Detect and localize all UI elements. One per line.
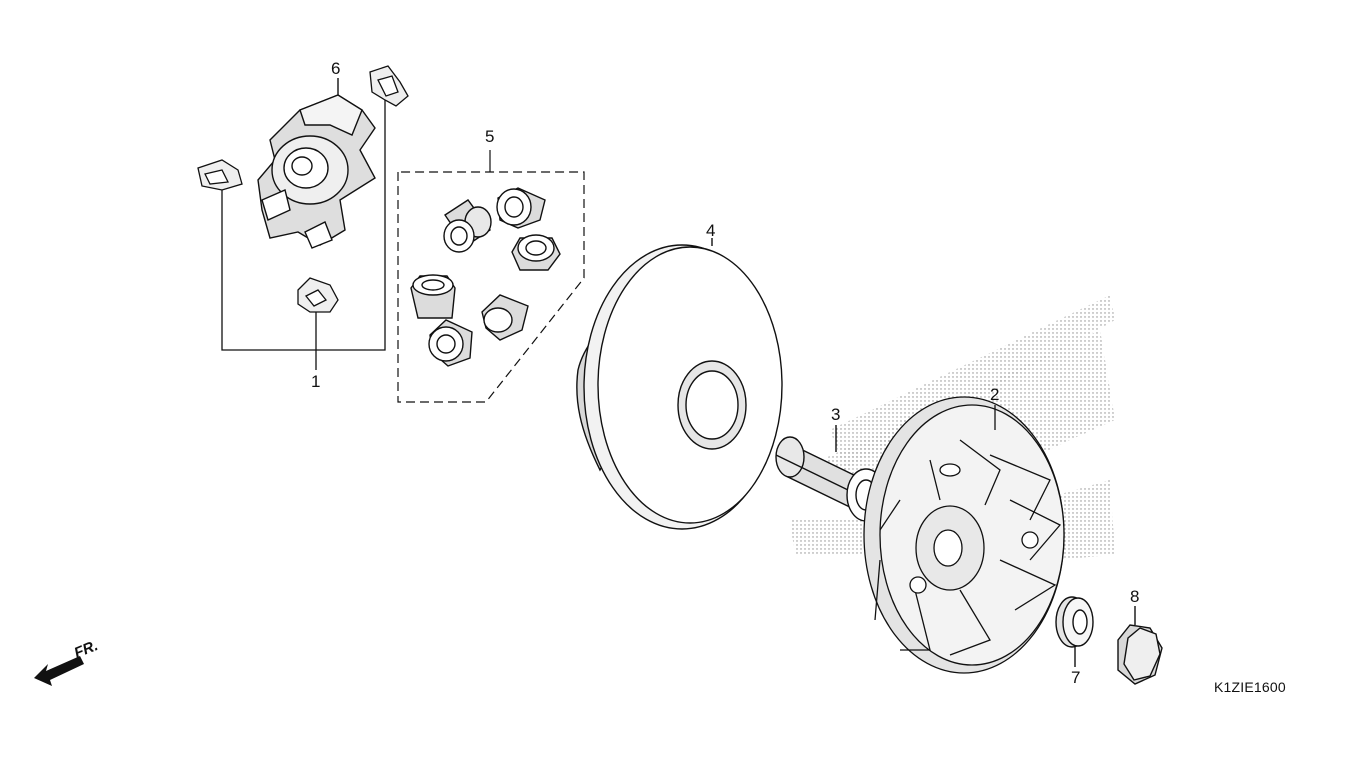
callout-1: 1	[311, 372, 321, 391]
slider-group-bracket	[221, 90, 386, 370]
roller-group-bracket	[397, 150, 585, 403]
callout-7: 7	[1071, 668, 1081, 687]
callout-8: 8	[1130, 587, 1140, 606]
roller-6	[428, 319, 473, 367]
callout-6: 6	[331, 59, 341, 78]
roller-4	[410, 274, 456, 319]
callout-5: 5	[485, 127, 495, 146]
slider-piece-left	[197, 159, 243, 191]
roller-1	[443, 199, 492, 253]
front-direction-arrow-icon	[34, 656, 84, 686]
movable-drive-face-part	[576, 238, 783, 530]
weight-rollers	[410, 187, 561, 367]
roller-5	[481, 294, 529, 341]
callout-4: 4	[706, 221, 716, 240]
ramp-plate-part	[257, 78, 376, 249]
slider-piece-bottom	[297, 277, 339, 313]
washer-part	[1055, 596, 1094, 667]
callout-3: 3	[831, 405, 841, 424]
diagram-code: K1ZIE1600	[1214, 679, 1286, 695]
callout-2: 2	[990, 385, 1000, 404]
slider-piece-top	[369, 65, 409, 107]
roller-3	[511, 234, 561, 271]
nut-part	[1117, 606, 1163, 685]
roller-2	[496, 187, 546, 229]
drive-face-part	[863, 396, 1065, 674]
